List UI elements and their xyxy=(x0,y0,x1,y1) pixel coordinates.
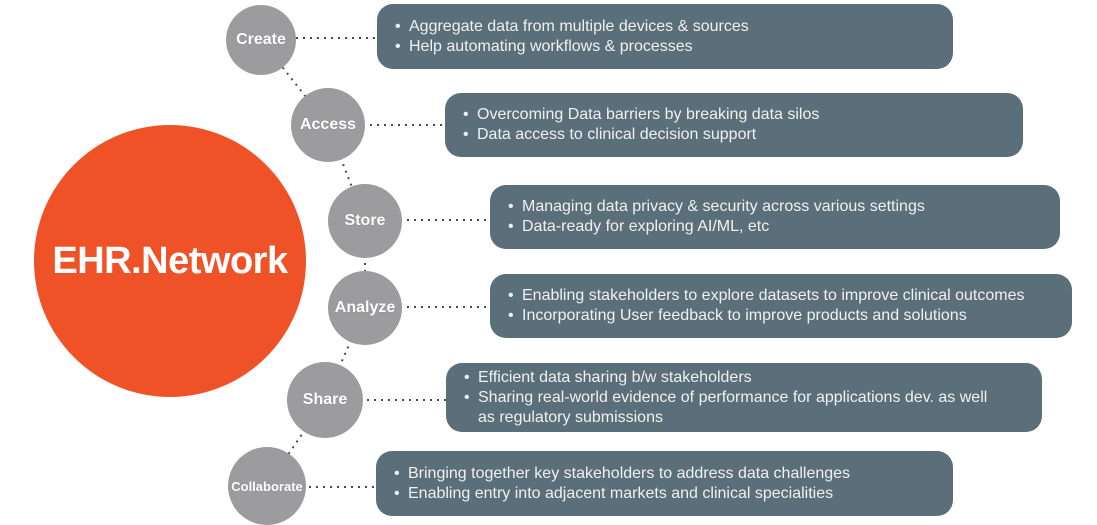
bullet-marker: • xyxy=(464,368,470,386)
bullet-text: Overcoming Data barriers by breaking dat… xyxy=(477,106,820,123)
bullet-marker: • xyxy=(508,287,514,304)
node-access: Access xyxy=(291,88,365,162)
bullet-marker: • xyxy=(394,484,400,502)
node-share-label: Share xyxy=(302,391,348,408)
bullet-text: Data access to clinical decision support xyxy=(477,126,757,143)
hub-label: EHR.Network xyxy=(52,239,288,282)
bullet-item: • Data access to clinical decision suppo… xyxy=(463,125,1007,145)
node-share: Share xyxy=(287,362,363,438)
bullet-text: Data-ready for exploring AI/ML, etc xyxy=(522,218,770,235)
bullet-marker: • xyxy=(508,307,514,324)
bullet-text: Aggregate data from multiple devices & s… xyxy=(409,17,749,35)
bullet-text: Help automating workflows & processes xyxy=(409,37,693,55)
connector-line xyxy=(324,307,366,401)
bullet-marker: • xyxy=(508,218,514,235)
node-collaborate: Collaborate xyxy=(228,447,306,525)
callout-share: • Efficient data sharing b/w stakeholder… xyxy=(446,363,1042,432)
bullet-item: • Incorporating User feedback to improve… xyxy=(508,306,1056,326)
bullet-text: Enabling entry into adjacent markets and… xyxy=(408,484,834,502)
bullet-item: • Managing data privacy & security acros… xyxy=(508,197,1044,217)
bullet-marker: • xyxy=(394,464,400,482)
bullet-text: Enabling stakeholders to explore dataset… xyxy=(522,287,1025,304)
callout-create: • Aggregate data from multiple devices &… xyxy=(377,4,953,69)
bullet-item: • Overcoming Data barriers by breaking d… xyxy=(463,105,1007,125)
node-create-label: Create xyxy=(236,31,286,48)
callout-analyze: • Enabling stakeholders to explore datas… xyxy=(490,274,1072,338)
bullet-text: Bringing together key stakeholders to ad… xyxy=(408,464,851,482)
bullet-item: • Efficient data sharing b/w stakeholder… xyxy=(464,368,998,388)
bullet-marker: • xyxy=(463,126,469,143)
bullet-text: Sharing real-world evidence of performan… xyxy=(478,388,988,426)
ehr-network-hub-circle: EHR.Network xyxy=(34,125,306,397)
bullet-text: Managing data privacy & security across … xyxy=(522,198,925,215)
bullet-item: • Enabling entry into adjacent markets a… xyxy=(394,484,937,504)
bullet-item: • Enabling stakeholders to explore datas… xyxy=(508,286,1056,306)
bullet-item: • Sharing real-world evidence of perform… xyxy=(464,388,998,428)
bullet-text: Efficient data sharing b/w stakeholders xyxy=(478,368,752,386)
bullet-item: • Aggregate data from multiple devices &… xyxy=(395,17,937,37)
bullet-item: • Data-ready for exploring AI/ML, etc xyxy=(508,217,1044,237)
bullet-marker: • xyxy=(395,37,401,55)
bullet-marker: • xyxy=(463,106,469,123)
bullet-item: • Bringing together key stakeholders to … xyxy=(394,464,937,484)
node-access-label: Access xyxy=(299,116,357,133)
bullet-marker: • xyxy=(464,388,470,406)
bullet-marker: • xyxy=(508,198,514,215)
node-analyze: Analyze xyxy=(328,271,402,345)
node-analyze-label: Analyze xyxy=(334,299,396,316)
bullet-item: • Help automating workflows & processes xyxy=(395,37,937,57)
node-create: Create xyxy=(226,5,296,75)
callout-store: • Managing data privacy & security acros… xyxy=(490,185,1060,249)
callout-access: • Overcoming Data barriers by breaking d… xyxy=(445,93,1023,157)
node-store-label: Store xyxy=(344,212,386,229)
node-store: Store xyxy=(328,184,402,258)
bullet-text: Incorporating User feedback to improve p… xyxy=(522,307,967,324)
node-collaborate-label: Collaborate xyxy=(231,478,303,494)
callout-collaborate: • Bringing together key stakeholders to … xyxy=(376,451,953,516)
bullet-marker: • xyxy=(395,17,401,35)
